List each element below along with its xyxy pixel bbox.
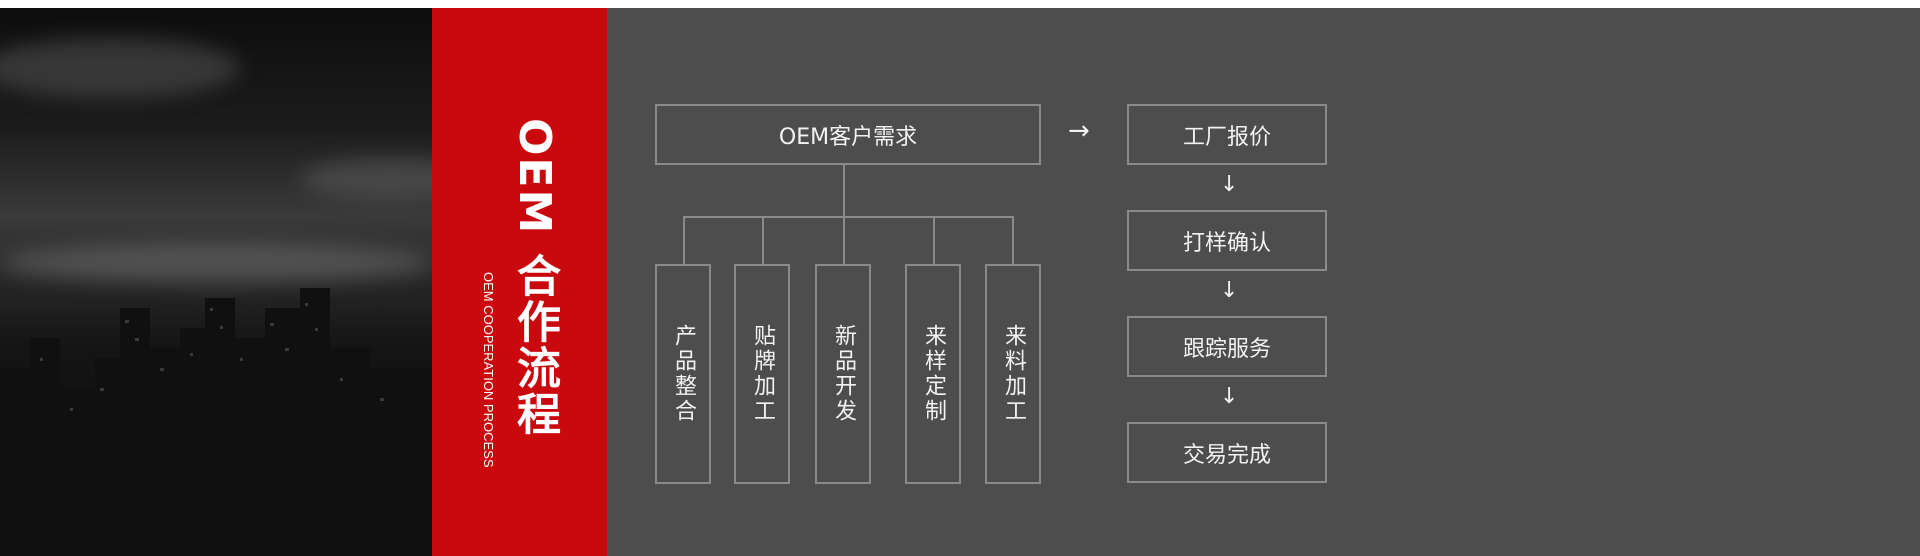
branch-box-product-integration: 产品整合 <box>655 264 711 484</box>
connector-line <box>843 216 845 264</box>
connector-line <box>683 216 1014 218</box>
step-box-transaction-complete: 交易完成 <box>1127 422 1327 483</box>
cloud-shape <box>0 38 240 98</box>
branch-box-sample-customization: 来样定制 <box>905 264 961 484</box>
arrow-down-icon: ↓ <box>1220 172 1239 197</box>
branch-box-oem-labeling: 贴牌加工 <box>734 264 790 484</box>
arrow-right-icon: → <box>1068 116 1090 146</box>
page-subtitle: OEM COOPERATION PROCESS <box>481 272 496 468</box>
step-box-factory-quote: 工厂报价 <box>1127 104 1327 165</box>
process-panel <box>607 8 1920 556</box>
connector-line <box>762 216 764 264</box>
arrow-down-icon: ↓ <box>1220 278 1239 303</box>
branch-box-new-product-development: 新品开发 <box>815 264 871 484</box>
branch-box-material-processing: 来料加工 <box>985 264 1041 484</box>
connector-line <box>843 165 845 217</box>
source-box-oem-demand: OEM客户需求 <box>655 104 1041 165</box>
step-box-follow-up-service: 跟踪服务 <box>1127 316 1327 377</box>
connector-line <box>683 216 685 264</box>
city-skyline <box>0 288 432 556</box>
cloud-shape <box>0 243 432 283</box>
page-title: OEM 合作流程 <box>509 118 560 437</box>
step-box-sample-confirmation: 打样确认 <box>1127 210 1327 271</box>
arrow-down-icon: ↓ <box>1220 384 1239 409</box>
top-strip <box>0 0 1920 8</box>
title-panel <box>432 8 607 556</box>
city-night-photo <box>0 8 432 556</box>
connector-line <box>1012 216 1014 264</box>
connector-line <box>933 216 935 264</box>
cloud-shape <box>300 158 432 198</box>
